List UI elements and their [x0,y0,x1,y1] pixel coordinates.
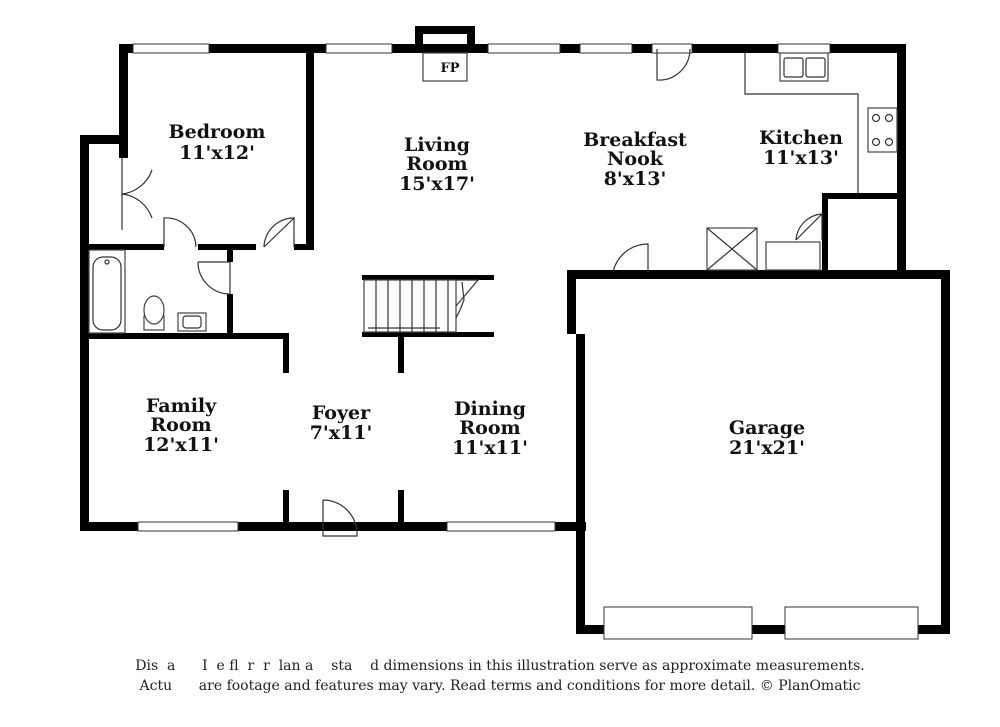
staircase [363,279,480,333]
room-name: Living [404,134,470,156]
kitchen-counter [744,53,859,193]
room-dining: Dining Room 11'x11' [452,398,528,459]
room-living: Living Room 15'x17' [399,134,475,195]
room-name: Breakfast [583,129,687,151]
stove [867,107,898,153]
room-dimensions: 15'x17' [399,173,475,195]
room-name: Room [459,417,520,439]
disclaimer-line-2: Actu are footage and features may vary. … [139,678,861,694]
room-name: Bedroom [169,121,266,143]
room-family: Family Room 12'x11' [143,395,219,456]
room-name: Kitchen [759,127,843,149]
fixtures: FP [88,52,898,334]
doors [121,48,823,537]
room-foyer: Foyer 7'x11' [310,402,373,444]
windows [132,43,919,640]
bathroom-sink [177,312,207,332]
room-name: Room [406,153,467,175]
exterior-walls [80,26,950,634]
room-dimensions: 11'x12' [179,142,255,164]
disclaimer-line-1: Dis a I e fl r r lan a sta d dimensions … [135,658,865,674]
room-name: Nook [607,148,664,170]
room-garage: Garage 21'x21' [729,417,805,459]
room-name: Room [150,414,211,436]
fireplace-label: FP [440,61,459,76]
fireplace [422,52,468,82]
room-dimensions: 7'x11' [310,422,373,444]
room-labels: Bedroom 11'x12' Living Room 15'x17' Brea… [143,121,843,459]
room-bedroom: Bedroom 11'x12' [169,121,266,164]
room-dimensions: 11'x13' [763,147,839,169]
room-dimensions: 21'x21' [729,437,805,459]
room-dimensions: 11'x11' [452,437,528,459]
room-name: Garage [729,417,805,439]
room-name: Family [146,395,217,417]
disclaimer: Dis a I e fl r r lan a sta d dimensions … [0,656,1000,696]
room-dimensions: 12'x11' [143,434,219,456]
room-kitchen: Kitchen 11'x13' [759,127,843,169]
room-name: Dining [454,398,526,420]
interior-walls [89,53,906,522]
room-name: Foyer [312,402,371,424]
room-dimensions: 8'x13' [604,168,667,190]
room-breakfast-nook: Breakfast Nook 8'x13' [583,129,687,190]
